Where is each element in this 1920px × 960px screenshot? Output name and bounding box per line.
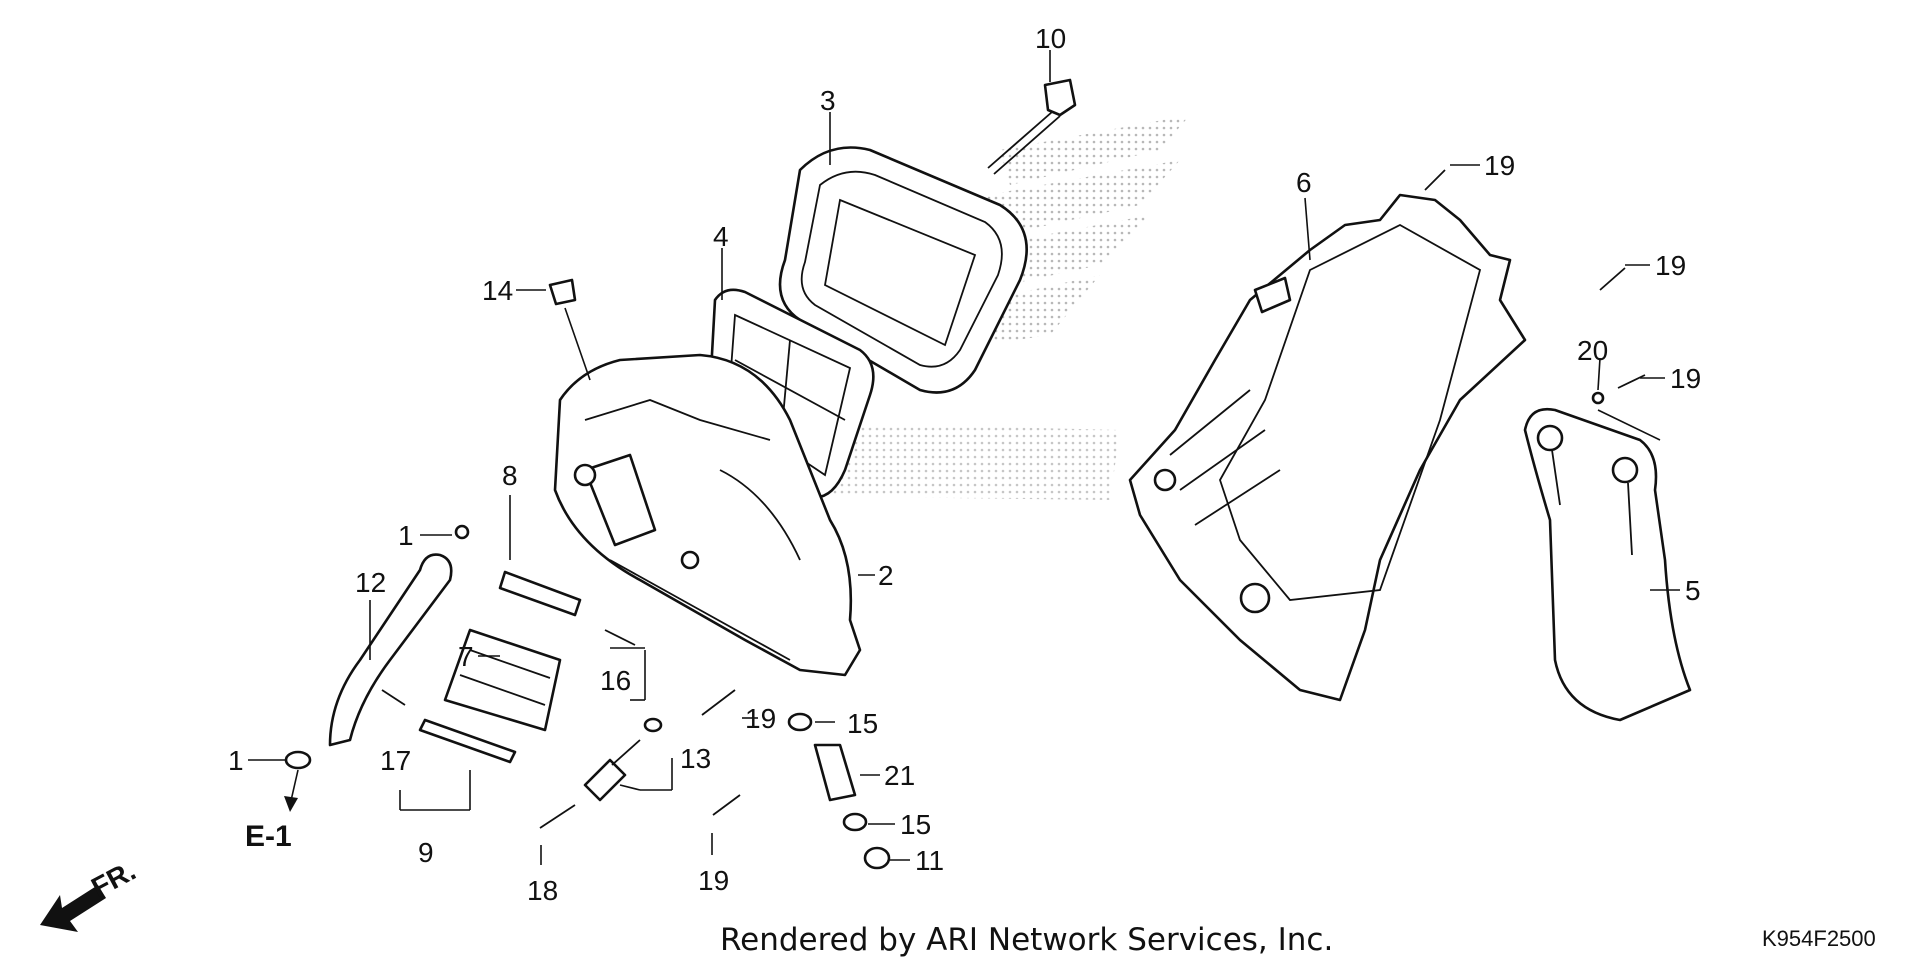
part-6-airbox-frame: [1128, 193, 1527, 702]
label-part-19-upper: 19: [1484, 150, 1515, 181]
reference-label: E-1: [245, 820, 292, 853]
label-part-3: 3: [820, 85, 836, 116]
part-labels: 10 3 4 14 6 19 19 20 19 5 2 8 1 12 7 16 …: [228, 23, 1701, 906]
label-part-18: 18: [527, 875, 558, 906]
part-18-screw: [539, 804, 576, 829]
label-part-6: 6: [1296, 167, 1312, 198]
label-part-12: 12: [355, 567, 386, 598]
part-15-clamp-lower: [842, 812, 868, 832]
part-2-air-cleaner-case: [553, 353, 862, 677]
leader-lines: [248, 50, 1680, 865]
label-part-19-low: 19: [698, 865, 729, 896]
label-part-17: 17: [380, 745, 411, 776]
part-10-bolt: [987, 78, 1077, 175]
label-part-11: 11: [915, 845, 944, 876]
label-part-4: 4: [713, 221, 729, 252]
label-part-14: 14: [482, 275, 513, 306]
part-19-screw-side: [1617, 374, 1646, 389]
label-part-7: 7: [458, 641, 474, 672]
label-part-1-lower: 1: [228, 745, 244, 776]
part-1-clamp-upper: [454, 524, 470, 540]
label-part-21: 21: [884, 760, 915, 791]
part-8-plate: [498, 570, 582, 617]
part-13-drain: [583, 717, 663, 802]
part-21-tube: [813, 743, 857, 802]
label-part-10: 10: [1035, 23, 1066, 54]
label-part-20: 20: [1577, 335, 1608, 366]
front-direction-indicator: FR.: [40, 855, 141, 932]
label-part-5: 5: [1685, 575, 1701, 606]
label-part-19-side: 19: [1670, 363, 1701, 394]
front-arrow-icon: [40, 885, 106, 932]
part-9-plate: [418, 718, 517, 764]
label-part-19-mid: 19: [745, 703, 776, 734]
part-17-screw: [381, 689, 406, 706]
part-11-cap: [863, 846, 891, 870]
reference-e1: E-1: [245, 769, 299, 853]
label-part-2: 2: [878, 560, 894, 591]
diagram-code: K954F2500: [1762, 926, 1876, 951]
footer-credit: Rendered by ARI Network Services, Inc.: [720, 922, 1333, 958]
label-part-15-upper: 15: [847, 708, 878, 739]
label-part-16: 16: [600, 665, 631, 696]
part-19-screw-upper: [1424, 169, 1446, 191]
part-7-joint: [443, 628, 562, 732]
part-19-screw-mid: [701, 689, 736, 716]
label-part-15-lower: 15: [900, 809, 931, 840]
part-3-air-filter: [778, 146, 1028, 394]
part-20-washer: [1591, 391, 1605, 405]
part-19-screw-right: [1599, 267, 1626, 291]
label-part-8: 8: [502, 460, 518, 491]
part-16-screw: [604, 629, 636, 646]
label-part-1-upper: 1: [398, 520, 414, 551]
part-14-bolt: [548, 278, 577, 306]
part-1-clamp-lower: [284, 750, 312, 770]
label-part-9: 9: [418, 837, 434, 868]
part-12-hose: [328, 553, 453, 747]
label-part-13: 13: [680, 743, 711, 774]
part-19-screw-low: [712, 794, 741, 816]
part-5-side-plate: [1523, 407, 1692, 722]
part-15-clamp-upper: [787, 712, 813, 732]
label-part-19-right: 19: [1655, 250, 1686, 281]
